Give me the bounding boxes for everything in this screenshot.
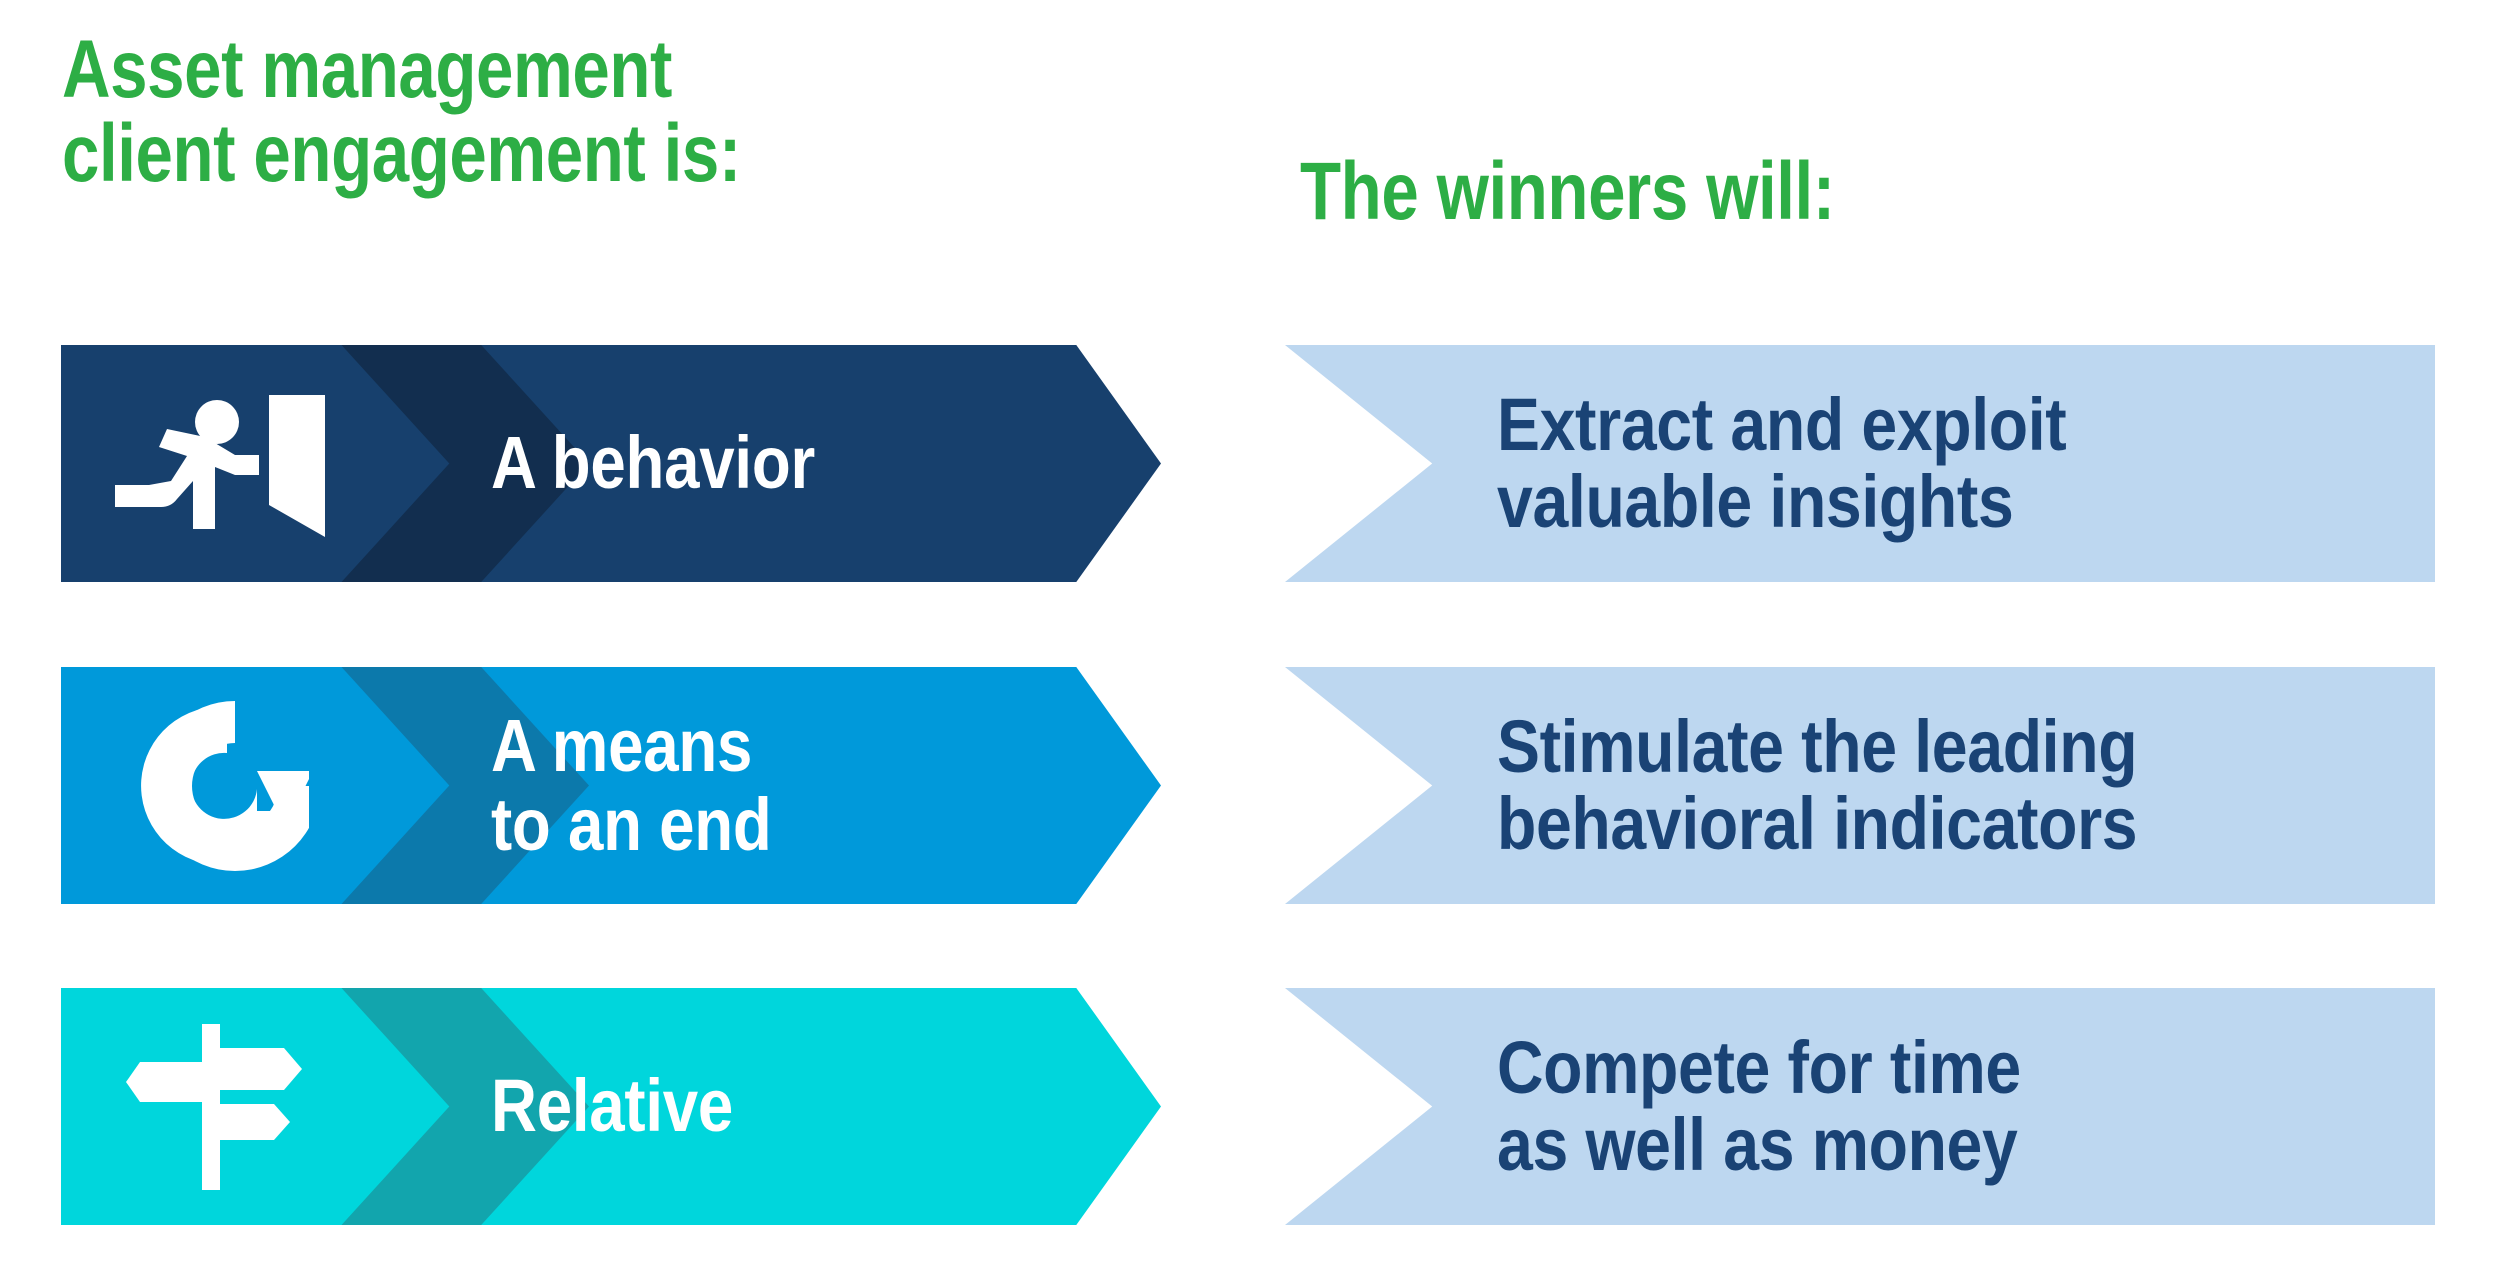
heading-asset-management-client-engagement: Asset management client engagement is: (62, 24, 741, 199)
arrow-label: A behavior (491, 421, 815, 505)
arrow-row-means-to-an-end[interactable]: A means to an end (61, 667, 1161, 904)
banner-row-compete-for-time[interactable]: Compete for time as well as money (1285, 988, 2435, 1225)
running-person-exit-door-icon (79, 345, 369, 582)
arrow-label: Relative (491, 1064, 734, 1148)
banner-row-stimulate-indicators[interactable]: Stimulate the leading behavioral indicat… (1285, 667, 2435, 904)
banner-text: Stimulate the leading behavioral indicat… (1497, 705, 2138, 865)
signpost-directions-icon (79, 988, 369, 1225)
heading-the-winners-will: The winners will: (1300, 146, 1835, 237)
banner-text: Compete for time as well as money (1497, 1026, 2021, 1186)
banner-text: Extract and exploit valuable insights (1497, 383, 2067, 543)
arrow-row-relative[interactable]: Relative (61, 988, 1161, 1225)
arrow-row-behavior[interactable]: A behavior (61, 345, 1161, 582)
banner-row-extract-insights[interactable]: Extract and exploit valuable insights (1285, 345, 2435, 582)
circular-arrow-refresh-icon (79, 667, 369, 904)
arrow-label: A means to an end (491, 704, 772, 866)
